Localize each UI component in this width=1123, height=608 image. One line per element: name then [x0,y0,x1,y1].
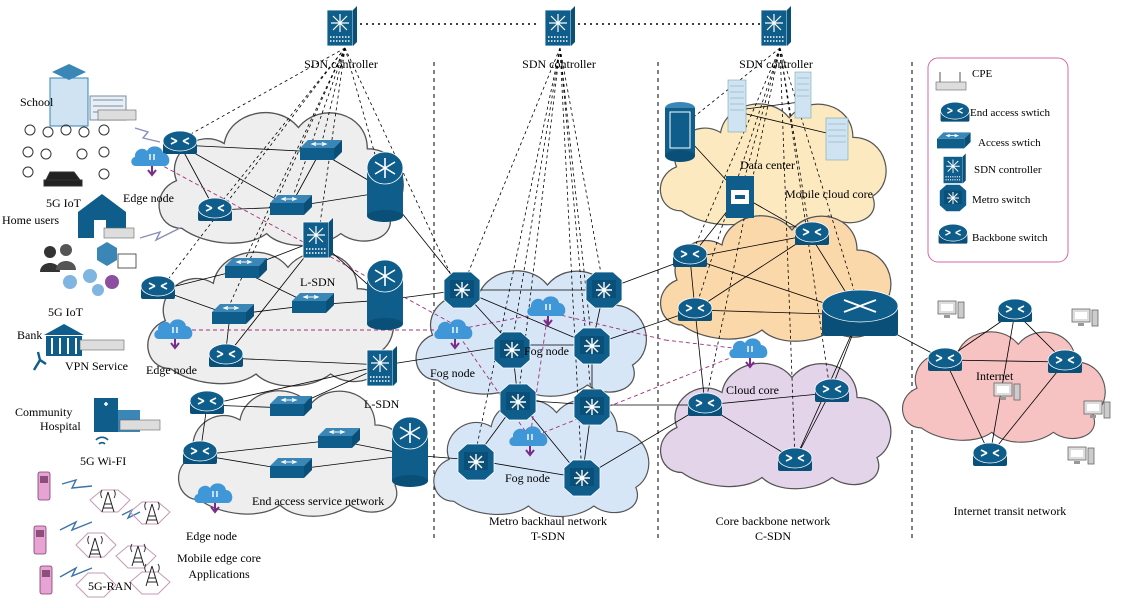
core-backbone-switch-7 [777,447,813,472]
access-router-6 [182,440,218,465]
legend-box [927,57,1069,263]
ran-5g-label: 5G-RAN [88,579,132,593]
internet-pc-5 [1067,446,1095,465]
cloud-core-label: Cloud core [726,383,779,397]
metro-switch-6 [573,388,611,426]
metro-switch-7 [457,443,495,481]
access-switch-1 [299,139,343,161]
school-icon [49,64,137,127]
access-switch-5 [291,292,335,314]
access-cylinder-switch-3 [391,416,429,488]
internet-transit-label: Internet transit network [953,504,1067,518]
sdn-controller-top-1 [326,5,358,47]
internet-router-4 [972,442,1008,467]
iot-sensors-icon [63,269,119,296]
vpn-service-label: VPN Service [65,359,128,373]
data-center-label: Data center [740,158,795,172]
internet-pc-2 [1071,308,1099,327]
legend-end-access-switch: End access swtich [970,107,1051,119]
access-switch-4 [211,303,255,325]
hospital-icon [94,398,161,445]
internet-router-2 [997,298,1033,323]
core-backbone-switch-6 [814,378,850,403]
access-router-4 [208,343,244,368]
access-cylinder-switch-1 [366,151,404,223]
legend-metro-switch: Metro switch [972,194,1031,206]
sdn-controller-top-2 [544,5,576,47]
mobile-phones [33,471,53,595]
core-backbone-switch-3 [677,297,713,322]
legend-access-switch: Access swtich [978,137,1041,149]
access-switch-2 [269,194,313,216]
mobile-edge-core-label-1: Mobile edge core [177,551,261,565]
l-sdn-label-2: L-SDN [364,397,400,411]
sdn-controller-top-3 [760,5,792,47]
home-users-label: Home users [2,213,59,227]
edge-node-label-1: Edge node [123,191,174,205]
access-switch-7 [317,427,361,449]
fog-node-label-2: Fog node [524,344,569,358]
internet-router-3 [1047,349,1083,374]
l-sdn-controller-2 [366,345,398,387]
c-sdn-label: C-SDN [754,529,792,543]
legend-backbone-switch: Backbone switch [972,232,1048,244]
internet-label: Internet [976,369,1014,383]
community-label: Community [15,405,73,419]
home-icon [40,194,137,272]
iot-5g-label-2: 5G IoT [48,305,83,319]
mobile-cloud-core-label: Mobile cloud core [785,187,873,201]
access-router-1 [162,130,198,155]
access-router-2 [197,197,233,222]
legend-cpe: CPE [972,68,993,80]
access-switch-8 [269,457,313,479]
metro-switch-5 [499,383,537,421]
fog-node-label-1: Fog node [430,366,475,380]
access-router-3 [140,275,176,300]
metro-switch-1 [443,271,481,309]
access-cylinder-switch-2 [366,259,404,331]
sdn-controller-label-3: SDN controller [739,57,813,71]
core-backbone-switch-1 [672,243,708,268]
core-backbone-switch-4 [821,289,899,337]
metro-switch-8 [563,459,601,497]
access-wireless-links [59,127,181,578]
access-switch-6 [269,395,313,417]
wifi-5g-label: 5G Wi-FI [80,454,127,468]
edge-node-label-3: Edge node [186,529,237,543]
t-sdn-label: T-SDN [530,529,566,543]
data-center-storage [665,71,849,218]
core-backbone-switch-2 [794,221,830,246]
metro-switch-2 [585,271,623,309]
edge-node-label-2: Edge node [146,363,197,377]
internet-pc-1 [937,300,965,319]
sdn-controller-label-2: SDN controller [522,57,596,71]
l-sdn-label-1: L-SDN [300,275,336,289]
access-router-5 [189,390,225,415]
core-network-label: Core backbone network [715,514,831,528]
core-backbone-switch-5 [687,392,723,417]
hospital-label: Hospital [40,419,81,433]
metro-network-label: Metro backhaul network [489,514,607,528]
iot-devices-icon [22,124,110,187]
bank-label: Bank [17,328,43,342]
legend-sdn-controller: SDN controller [974,164,1042,176]
internet-router-1 [927,347,963,372]
sdn-controller-label-1: SDN controller [304,57,378,71]
l-sdn-controller-1 [302,217,334,259]
metro-switch-4 [573,327,611,365]
iot-5g-label-1: 5G IoT [46,196,81,210]
access-switch-3 [224,257,268,279]
end-access-network-label: End access service network [252,494,385,508]
mobile-edge-core-label-2: Applications [188,567,250,581]
section-separators [433,62,913,542]
bank-icon [32,324,125,371]
school-label: School [20,95,54,109]
fog-node-label-3: Fog node [505,471,550,485]
